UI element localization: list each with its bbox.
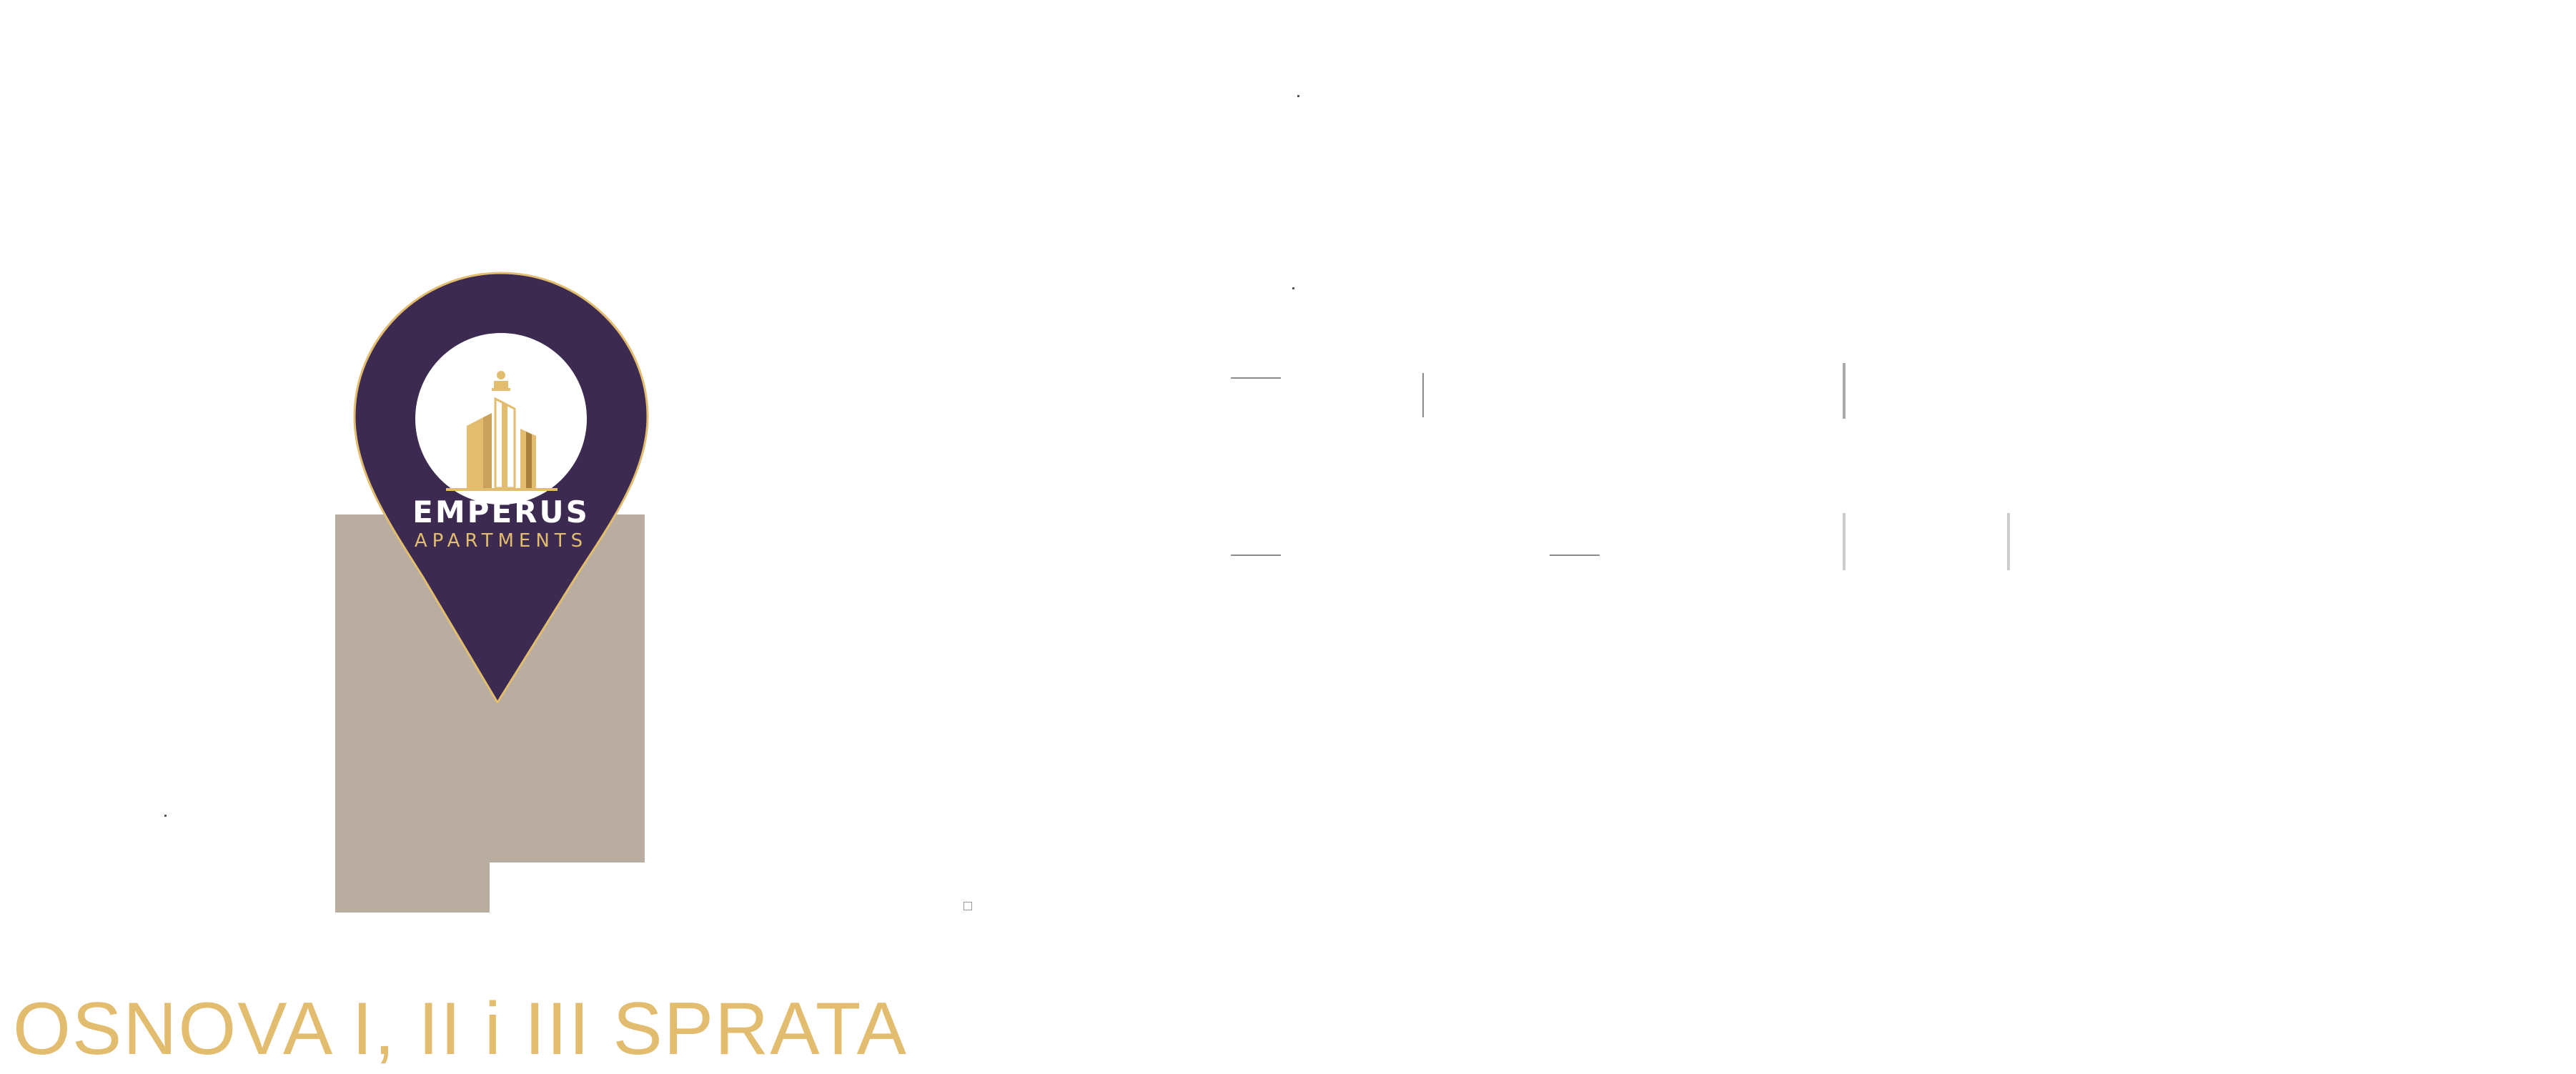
buildings-icon: [446, 397, 558, 491]
brand-subtitle: APARTMENTS: [414, 530, 588, 552]
dimension-mark: [1231, 555, 1281, 556]
plan-dot: [164, 815, 167, 817]
crown-icon: [492, 371, 510, 391]
map-pin-logo: [353, 272, 649, 705]
dimension-mark: [1550, 555, 1600, 556]
dimension-mark: [1231, 377, 1281, 379]
plan-dot: [1297, 95, 1299, 97]
plan-dot: [1292, 287, 1294, 289]
dimension-mark: [1843, 513, 1846, 570]
plan-marker: [963, 902, 972, 910]
dimension-mark: [1843, 363, 1846, 419]
dimension-mark: [1422, 373, 1424, 417]
plan-title: OSNOVA I, II i III SPRATA: [13, 988, 908, 1070]
brand-name: EMPERUS: [412, 494, 590, 529]
floor-plan-silhouette-extension: [335, 862, 490, 913]
dimension-mark: [2007, 513, 2010, 570]
